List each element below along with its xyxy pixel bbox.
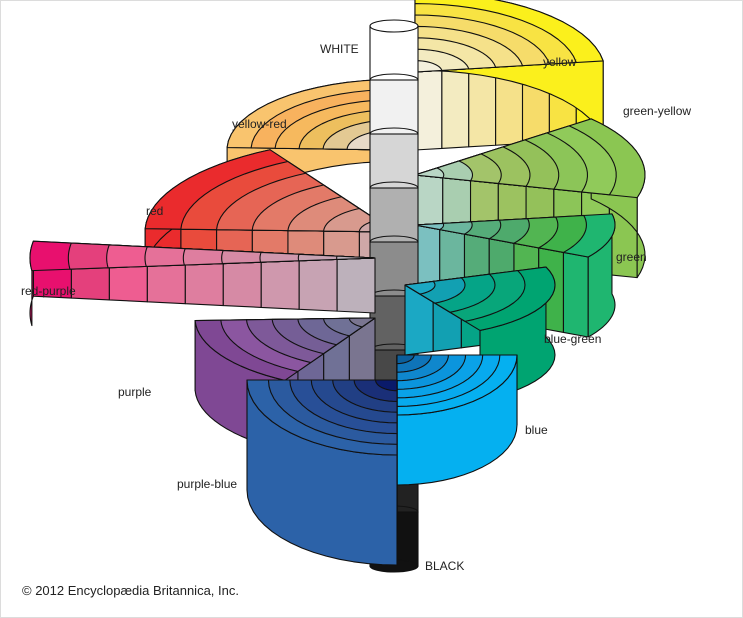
chip-side xyxy=(298,253,338,312)
label-black: BLACK xyxy=(425,559,464,573)
label-white: WHITE xyxy=(320,42,359,56)
chip-top xyxy=(404,280,436,295)
hue-sector-red-purple xyxy=(29,240,376,327)
value-step xyxy=(369,79,419,135)
chip-top xyxy=(414,60,443,73)
hue-sector-purple xyxy=(194,317,376,451)
chip-top xyxy=(396,354,415,365)
chip-side xyxy=(414,69,443,151)
value-step xyxy=(369,25,419,81)
label-yellow: yellow xyxy=(543,55,577,69)
label-blue-green: blue-green xyxy=(544,332,601,346)
label-green: green xyxy=(616,250,647,264)
chip-top xyxy=(375,379,398,392)
value-step xyxy=(369,133,419,189)
chip-side xyxy=(441,68,470,149)
column-cap xyxy=(369,19,419,33)
value-step xyxy=(369,187,419,243)
chip-side xyxy=(468,66,497,148)
hue-sector-yellow xyxy=(414,0,604,151)
chip-top xyxy=(414,222,445,231)
label-purple-blue: purple-blue xyxy=(177,477,237,491)
label-purple: purple xyxy=(118,385,152,399)
label-blue: blue xyxy=(525,423,548,437)
hue-sector-blue xyxy=(396,354,518,486)
label-red-purple: red-purple xyxy=(21,284,76,298)
label-green-yellow: green-yellow xyxy=(623,104,691,118)
chip-top xyxy=(348,317,376,328)
chip-top xyxy=(336,255,376,260)
copyright-credit: © 2012 Encyclopædia Britannica, Inc. xyxy=(22,583,239,598)
label-yellow-red: yellow-red xyxy=(232,117,287,131)
hue-sector-purple-blue xyxy=(246,379,398,566)
label-red: red xyxy=(146,204,163,218)
chip-top xyxy=(414,167,445,179)
chip-side xyxy=(336,255,376,314)
chip-side xyxy=(562,251,589,338)
